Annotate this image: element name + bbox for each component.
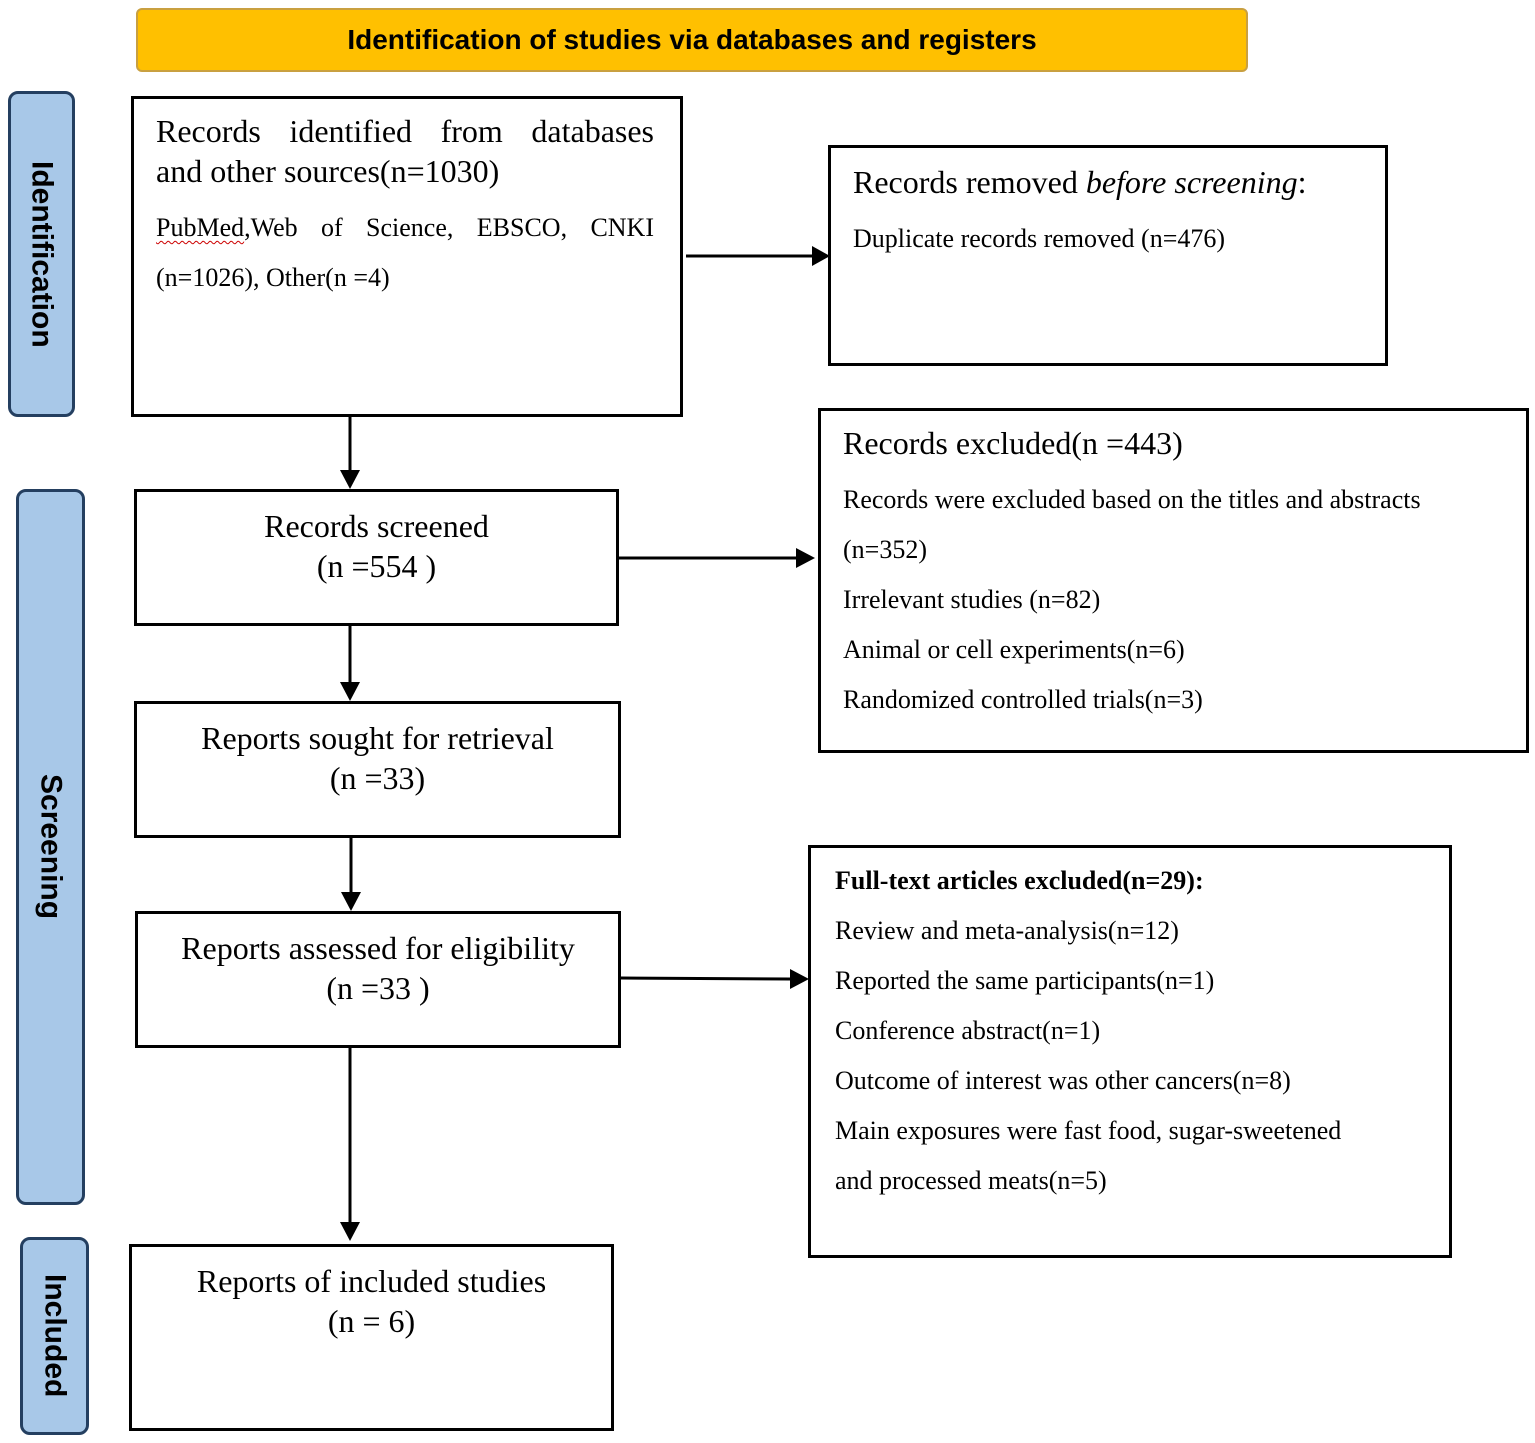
- phase-screening-label: Screening: [34, 774, 68, 920]
- assessed-count: (n =33 ): [326, 970, 430, 1006]
- reports-sought-box: Reports sought for retrieval (n =33): [134, 701, 621, 838]
- phase-included: Included: [20, 1237, 89, 1435]
- header-title: Identification of studies via databases …: [347, 24, 1037, 55]
- included-count: (n = 6): [327, 1303, 416, 1339]
- arrow-head: [790, 969, 809, 989]
- identified-sources-line-1: PubMed,Web of Science, EBSCO, CNKI: [156, 203, 654, 253]
- identified-line-2: and other sources(n=1030): [156, 153, 500, 189]
- fulltext-title: Full-text articles excluded(n=29):: [835, 866, 1204, 895]
- excluded-title: Records excluded(n =443): [843, 425, 1183, 461]
- fulltext-excluded-box: Full-text articles excluded(n=29): Revie…: [808, 845, 1452, 1258]
- excluded-item: Records were excluded based on the title…: [843, 485, 1421, 514]
- pubmed-word: PubMed: [156, 213, 245, 242]
- records-excluded-box: Records excluded(n =443) Records were ex…: [818, 408, 1529, 753]
- arrow-head: [340, 1222, 360, 1241]
- excluded-item: (n=352): [843, 535, 927, 564]
- phase-identification: Identification: [8, 91, 75, 417]
- records-removed-box: Records removed before screening: Duplic…: [828, 145, 1388, 366]
- assessed-title: Reports assessed for eligibility: [181, 930, 575, 966]
- arrow-head: [340, 470, 360, 489]
- screened-count: (n =554 ): [316, 548, 437, 584]
- fulltext-item: Outcome of interest was other cancers(n=…: [835, 1066, 1291, 1095]
- arrow-assessed-to-fulltext: [620, 976, 791, 981]
- sources-rest: ,Web of Science, EBSCO, CNKI: [244, 213, 654, 242]
- phase-screening: Screening: [16, 489, 85, 1205]
- identified-sources-line-2: (n=1026), Other(n =4): [156, 263, 390, 292]
- removed-title: Records removed before screening:: [853, 162, 1385, 202]
- arrow-head: [812, 246, 830, 266]
- arrow-head: [340, 682, 360, 701]
- excluded-item: Randomized controlled trials(n=3): [843, 685, 1203, 714]
- removed-title-prefix: Records removed: [853, 164, 1086, 200]
- header-banner: Identification of studies via databases …: [136, 8, 1248, 72]
- fulltext-item: Review and meta-analysis(n=12): [835, 916, 1179, 945]
- included-title: Reports of included studies: [196, 1263, 547, 1299]
- excluded-item: Animal or cell experiments(n=6): [843, 635, 1185, 664]
- phase-identification-label: Identification: [25, 160, 59, 348]
- screened-title: Records screened: [264, 508, 489, 544]
- arrow-head: [796, 548, 815, 568]
- reports-assessed-box: Reports assessed for eligibility (n =33 …: [135, 911, 621, 1048]
- phase-included-label: Included: [38, 1274, 72, 1398]
- arrow-head: [341, 892, 361, 911]
- fulltext-item: Reported the same participants(n=1): [835, 966, 1215, 995]
- included-box: Reports of included studies (n = 6): [129, 1244, 614, 1431]
- records-identified-box: Records identified from databases and ot…: [131, 96, 683, 417]
- removed-title-italic: before screening: [1085, 164, 1298, 200]
- records-screened-box: Records screened (n =554 ): [134, 489, 619, 626]
- sought-count: (n =33): [329, 760, 426, 796]
- fulltext-item: Main exposures were fast food, sugar-swe…: [835, 1116, 1342, 1145]
- removed-duplicates: Duplicate records removed (n=476): [853, 224, 1226, 253]
- fulltext-item: Conference abstract(n=1): [835, 1016, 1101, 1045]
- identified-line-1: Records identified from databases: [156, 113, 654, 149]
- excluded-item: Irrelevant studies (n=82): [843, 585, 1101, 614]
- fulltext-item: and processed meats(n=5): [835, 1166, 1107, 1195]
- removed-title-suffix: :: [1297, 164, 1307, 200]
- sought-title: Reports sought for retrieval: [201, 720, 554, 756]
